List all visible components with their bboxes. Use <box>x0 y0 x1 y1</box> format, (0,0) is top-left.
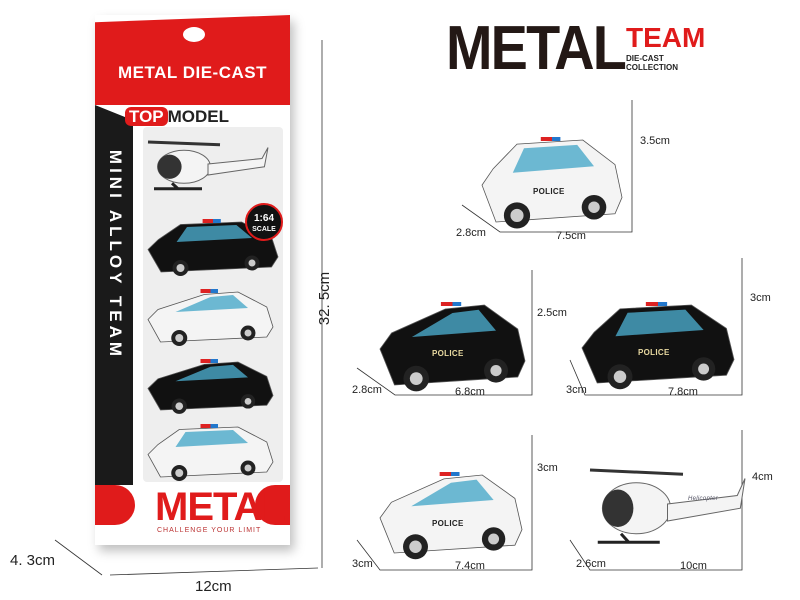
van-police-label: POLICE <box>533 187 565 196</box>
logo-sub: DIE-CAST COLLECTION <box>626 54 678 72</box>
pickup-height: 3cm <box>750 292 771 304</box>
scale-value: 1:64 <box>253 213 274 224</box>
bottom-title: METAL <box>155 485 286 529</box>
suv-police-label: POLICE <box>432 519 464 528</box>
package-side-panel <box>95 105 133 485</box>
police-sedan-image <box>379 302 526 392</box>
package-van <box>147 424 274 481</box>
helicopter-label: Helicopter <box>688 496 719 502</box>
hang-hole <box>183 27 205 42</box>
brand-top: TOP <box>125 107 168 126</box>
helicopter-height: 4cm <box>752 471 773 483</box>
police-van-image <box>481 137 623 229</box>
decor-shape <box>95 485 135 525</box>
package-width: 12cm <box>195 578 232 595</box>
package-helicopter <box>147 140 269 191</box>
brand-logo: METAL TEAM DIE-CAST COLLECTION <box>446 14 705 83</box>
van-depth: 2.8cm <box>456 227 486 239</box>
slogan: CHALLENGE YOUR LIMIT <box>157 527 262 534</box>
sedan-height: 2.5cm <box>537 307 567 319</box>
decor-shape <box>255 485 290 525</box>
logo-main: METAL <box>446 14 627 83</box>
pickup-police-label: POLICE <box>638 348 670 357</box>
package-sedan <box>147 289 274 346</box>
logo-team: TEAM <box>626 22 706 53</box>
package-depth: 4. 3cm <box>10 552 56 569</box>
sedan-police-label: POLICE <box>432 349 464 358</box>
pickup-length: 7.8cm <box>668 386 698 398</box>
suv-length: 7.4cm <box>455 560 485 572</box>
package-header: METAL DIE-CAST <box>118 63 267 82</box>
police-pickup-image <box>581 302 735 390</box>
sedan-length: 6.8cm <box>455 386 485 398</box>
brand-model: MODEL <box>167 107 230 126</box>
helicopter-depth: 2.6cm <box>576 558 606 570</box>
van-length: 7.5cm <box>556 230 586 242</box>
package-pickup <box>147 219 279 276</box>
police-suv-image <box>379 472 523 560</box>
suv-depth: 3cm <box>352 558 373 570</box>
van-height: 3.5cm <box>640 135 670 147</box>
helicopter-image <box>589 468 746 544</box>
sedan-depth: 2.8cm <box>352 384 382 396</box>
pickup-depth: 3cm <box>566 384 587 396</box>
suv-height: 3cm <box>537 462 558 474</box>
package-sedan-black <box>147 359 274 414</box>
package-window <box>143 127 283 482</box>
scale-label: SCALE <box>252 226 276 233</box>
helicopter-length: 10cm <box>680 560 707 572</box>
